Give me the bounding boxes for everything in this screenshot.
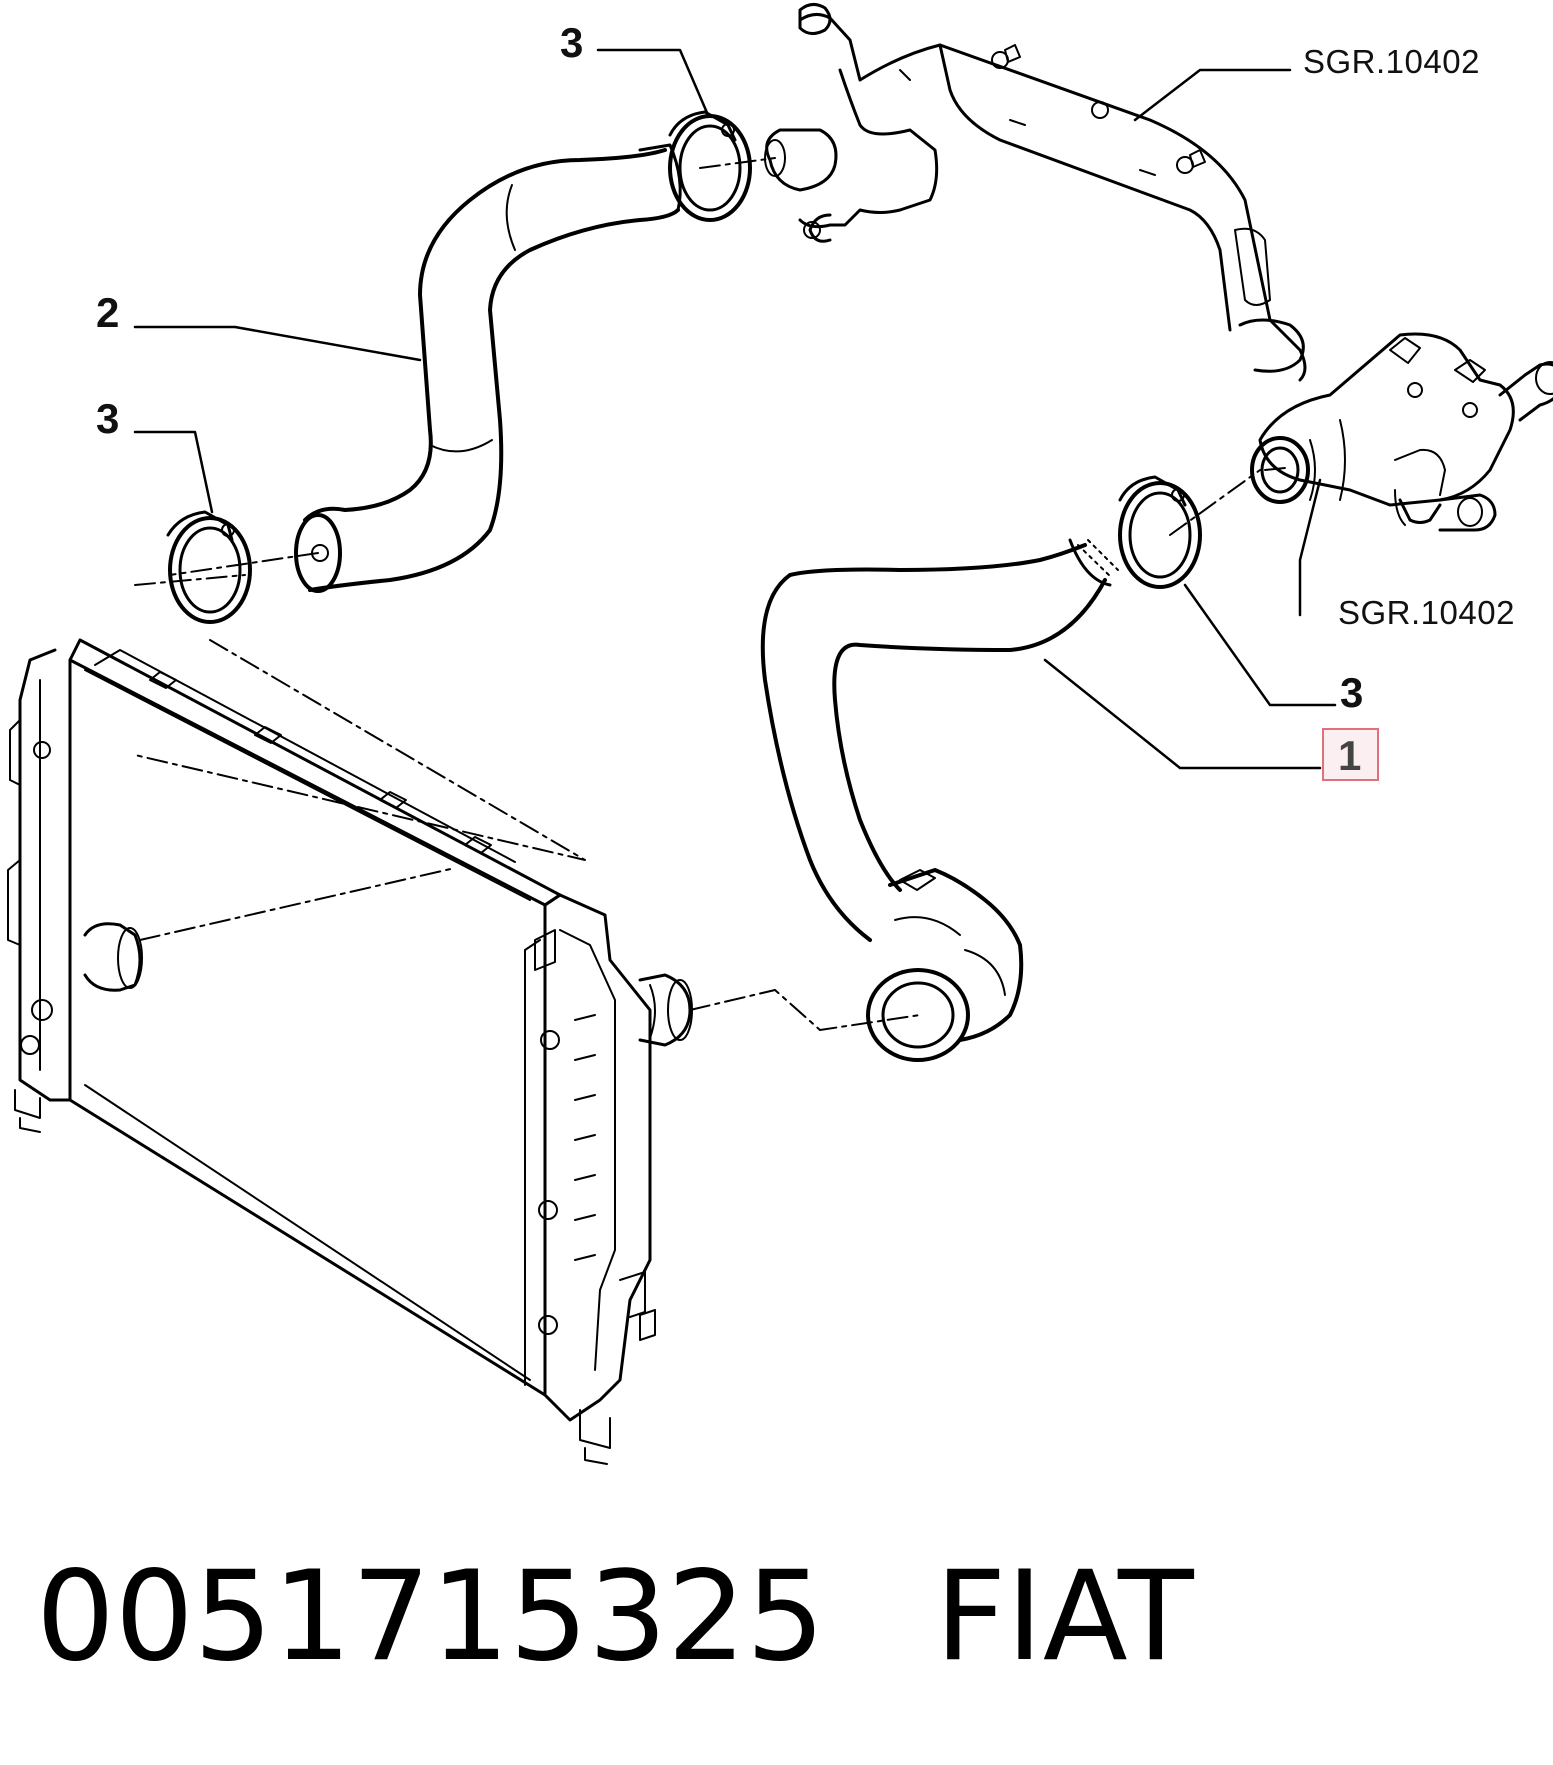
leader-lines xyxy=(133,48,1337,770)
brand-name: FIAT xyxy=(934,1545,1194,1689)
callout-2: 2 xyxy=(96,289,120,336)
callout-1[interactable]: 1 xyxy=(1338,732,1362,779)
lower-hose-icon xyxy=(760,538,1119,1062)
radiator-icon xyxy=(7,638,693,1465)
callout-3-top: 3 xyxy=(560,19,584,66)
part-number: 0051715325 xyxy=(36,1545,825,1689)
callout-3-left: 3 xyxy=(96,395,120,442)
center-lines xyxy=(134,157,1286,1031)
sgr-reference-top: SGR.10402 xyxy=(1303,43,1480,80)
highlight-box xyxy=(1322,728,1379,781)
thermostat-housing-icon xyxy=(1250,332,1553,532)
callout-3-right: 3 xyxy=(1340,669,1364,716)
upper-hose-icon xyxy=(294,143,682,593)
sgr-reference-right: SGR.10402 xyxy=(1338,594,1515,631)
hose-clamp-icon xyxy=(166,110,1202,624)
water-pipe-icon xyxy=(764,3,1307,382)
